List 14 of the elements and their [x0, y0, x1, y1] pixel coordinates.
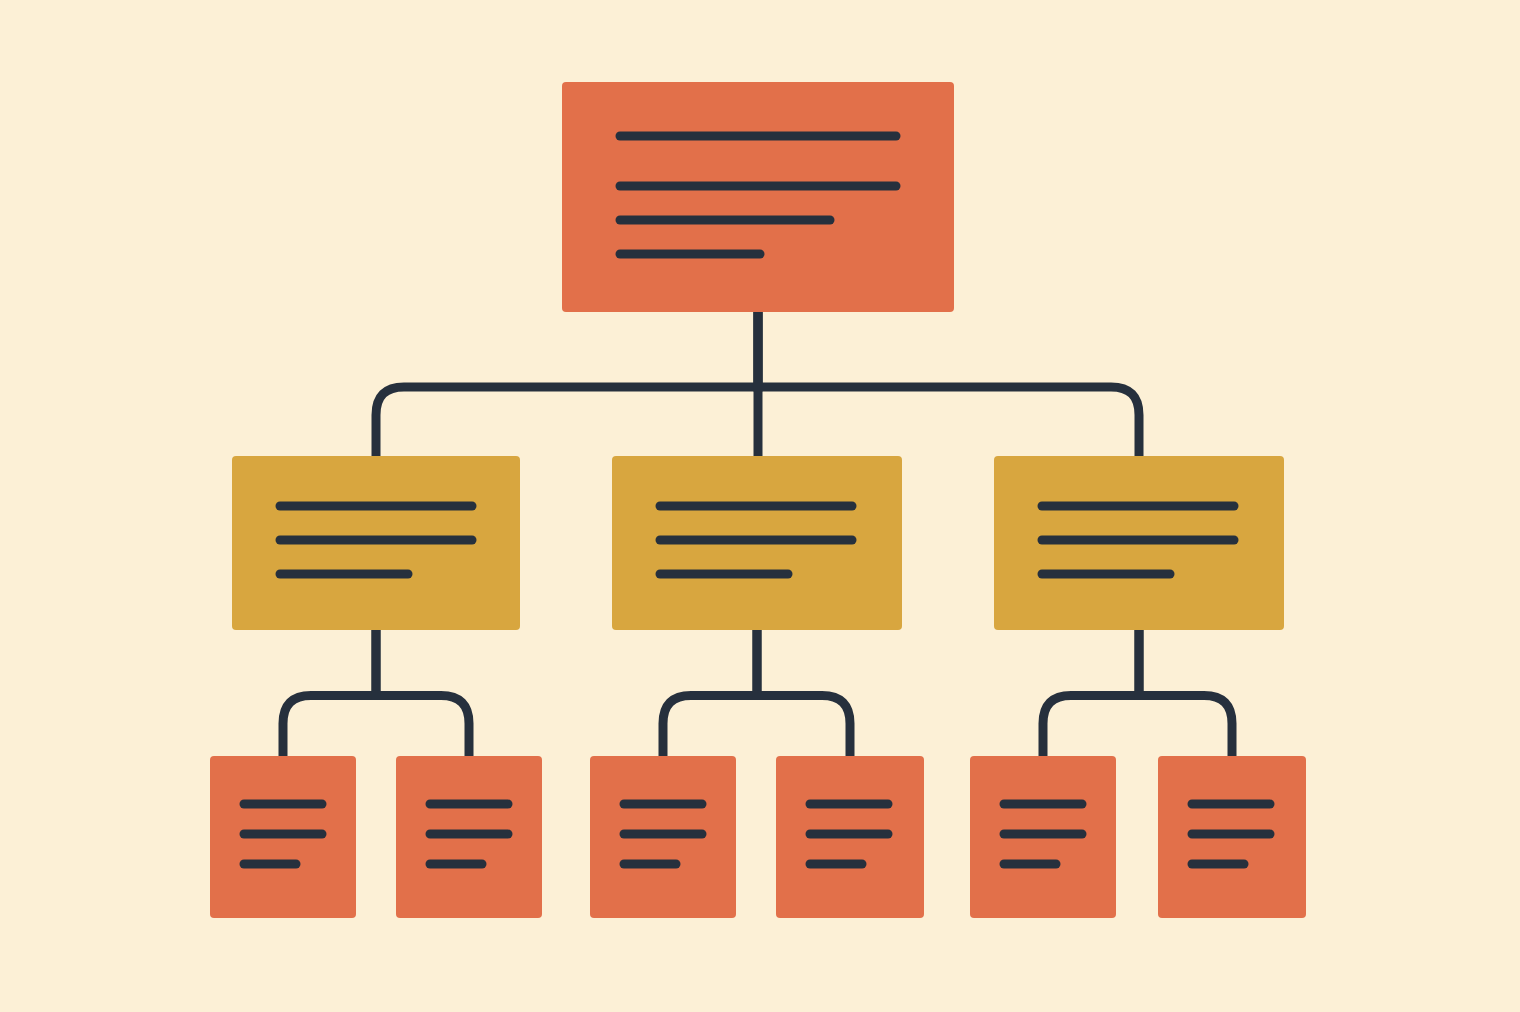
org-chart-box [776, 756, 924, 918]
connector-line [753, 312, 1144, 456]
connector-line [1134, 630, 1237, 756]
org-chart-box [1158, 756, 1306, 918]
connector-line [752, 630, 855, 756]
connector-line [371, 630, 474, 756]
org-chart-box [232, 456, 520, 630]
org-chart-box [994, 456, 1284, 630]
org-chart-box [562, 82, 954, 312]
org-chart-box [210, 756, 356, 918]
org-chart-box [612, 456, 902, 630]
org-chart-box [970, 756, 1116, 918]
org-chart-box [590, 756, 736, 918]
org-chart-box [396, 756, 542, 918]
